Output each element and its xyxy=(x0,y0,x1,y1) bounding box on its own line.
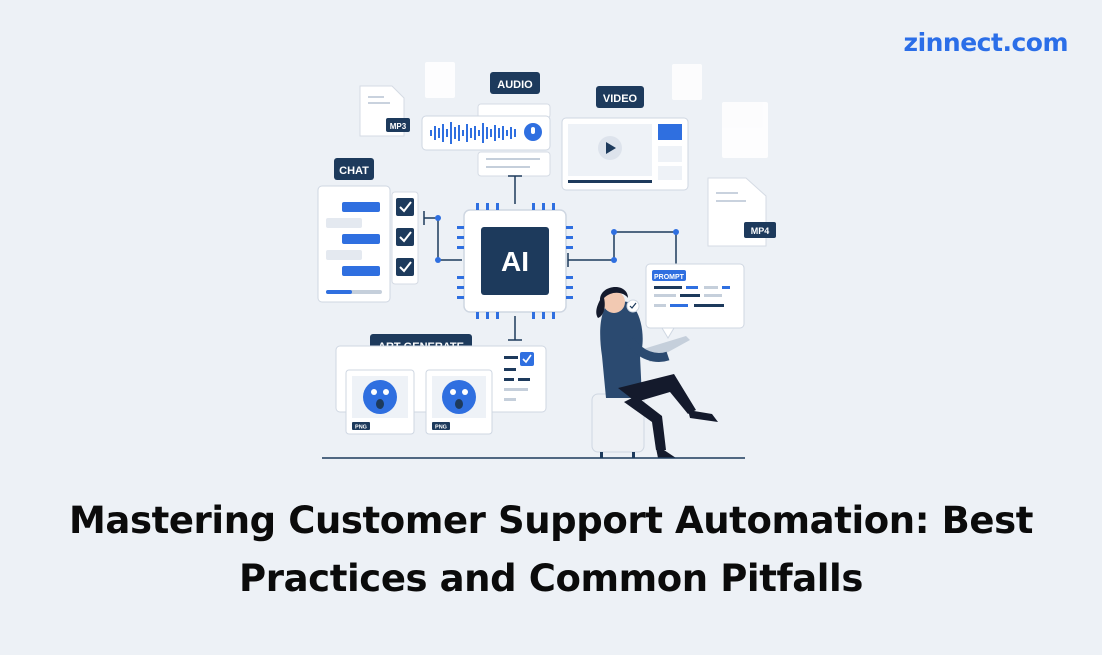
prompt-label: PROMPT xyxy=(654,274,685,281)
mp4-file-icon: MP4 xyxy=(707,177,776,247)
checkbox-icons xyxy=(396,198,414,276)
mp3-file-icon: MP3 xyxy=(359,85,410,137)
audio-card xyxy=(421,103,551,177)
ai-chip-icon: AI xyxy=(457,203,573,319)
waveform xyxy=(430,122,516,144)
surprised-face-icon-2 xyxy=(442,380,476,414)
woman-with-laptop-figure xyxy=(591,286,718,458)
svg-text:CHAT: CHAT xyxy=(339,165,369,177)
audio-label: AUDIO xyxy=(490,72,540,94)
page-title: Mastering Customer Support Automation: B… xyxy=(60,492,1042,608)
png-tag-1: PNG xyxy=(355,425,367,431)
png-tag-2: PNG xyxy=(435,425,447,431)
video-player-card xyxy=(561,117,689,191)
surprised-face-icon xyxy=(363,380,397,414)
chat-card xyxy=(317,185,419,303)
prompt-card: PROMPT xyxy=(645,263,745,339)
ai-chip-label: AI xyxy=(501,246,529,277)
svg-text:VIDEO: VIDEO xyxy=(603,93,638,105)
svg-text:AUDIO: AUDIO xyxy=(497,79,533,91)
page-title-line-2: Practices and Common Pitfalls xyxy=(239,557,863,600)
page-title-line-1: Mastering Customer Support Automation: B… xyxy=(68,499,1034,542)
mp3-tag: MP3 xyxy=(390,122,407,131)
ai-illustration: MP3 AUDIO VIDEO xyxy=(317,62,776,459)
brand-logo[interactable]: zinnect.com xyxy=(903,28,1069,57)
mp4-tag: MP4 xyxy=(751,226,770,236)
video-label: VIDEO xyxy=(596,86,644,108)
background-doc-icons xyxy=(425,62,768,158)
art-generate-card: PNG PNG xyxy=(335,345,547,435)
chat-label: CHAT xyxy=(334,158,374,180)
